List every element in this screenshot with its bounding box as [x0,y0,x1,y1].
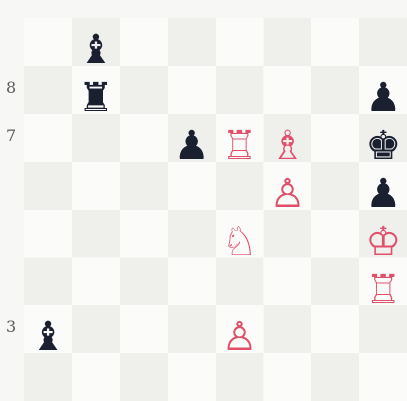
red-king-icon[interactable]: ♔ [359,218,407,266]
black-rook-icon[interactable]: ♜ [72,74,120,122]
board-square[interactable] [311,353,359,401]
board-square[interactable] [311,305,359,353]
board-square[interactable] [311,66,359,114]
board-square[interactable] [24,258,72,306]
board-square[interactable] [120,18,168,66]
board-square[interactable] [311,18,359,66]
board-square[interactable] [264,305,312,353]
board-square[interactable] [168,258,216,306]
rank-label: 3 [6,317,16,336]
board-square[interactable] [264,18,312,66]
red-rook-icon[interactable]: ♖ [359,266,407,314]
chess-board: ♝♜♟♖♗♚♟♙♟♘♔♖♝♙ [24,18,407,375]
board-square[interactable] [168,353,216,401]
board-square[interactable] [168,18,216,66]
board-square[interactable] [120,258,168,306]
board-square[interactable] [216,66,264,114]
board-square[interactable] [72,353,120,401]
black-bishop-icon[interactable]: ♝ [72,26,120,74]
board-square[interactable] [264,66,312,114]
board-square[interactable] [311,162,359,210]
board-square[interactable] [120,210,168,258]
board-square[interactable] [24,18,72,66]
red-rook-icon[interactable]: ♖ [216,122,264,170]
black-pawn-icon[interactable]: ♟ [168,122,216,170]
black-bishop-icon[interactable]: ♝ [24,313,72,361]
board-square[interactable] [359,18,407,66]
board-square[interactable] [311,210,359,258]
board-square[interactable] [120,353,168,401]
board-square[interactable] [120,66,168,114]
board-square[interactable] [24,114,72,162]
board-square[interactable] [72,162,120,210]
board-square[interactable] [72,210,120,258]
board-square[interactable] [168,66,216,114]
rank-label: 8 [6,78,16,97]
board-square[interactable] [311,258,359,306]
board-square[interactable] [264,353,312,401]
board-square[interactable] [359,353,407,401]
board-square[interactable] [311,114,359,162]
black-pawn-icon[interactable]: ♟ [359,170,407,218]
board-square[interactable] [216,18,264,66]
red-knight-icon[interactable]: ♘ [216,218,264,266]
black-pawn-icon[interactable]: ♟ [359,74,407,122]
rank-label: 7 [6,126,16,145]
red-bishop-icon[interactable]: ♗ [264,122,312,170]
red-pawn-icon[interactable]: ♙ [216,313,264,361]
board-square[interactable] [24,162,72,210]
board-square[interactable] [24,210,72,258]
board-square[interactable] [168,305,216,353]
board-square[interactable] [72,258,120,306]
black-king-icon[interactable]: ♚ [359,122,407,170]
board-square[interactable] [168,210,216,258]
board-square[interactable] [120,114,168,162]
board-square[interactable] [72,305,120,353]
board-square[interactable] [264,258,312,306]
board-square[interactable] [24,66,72,114]
board-square[interactable] [120,305,168,353]
red-pawn-icon[interactable]: ♙ [264,170,312,218]
board-square[interactable] [120,162,168,210]
